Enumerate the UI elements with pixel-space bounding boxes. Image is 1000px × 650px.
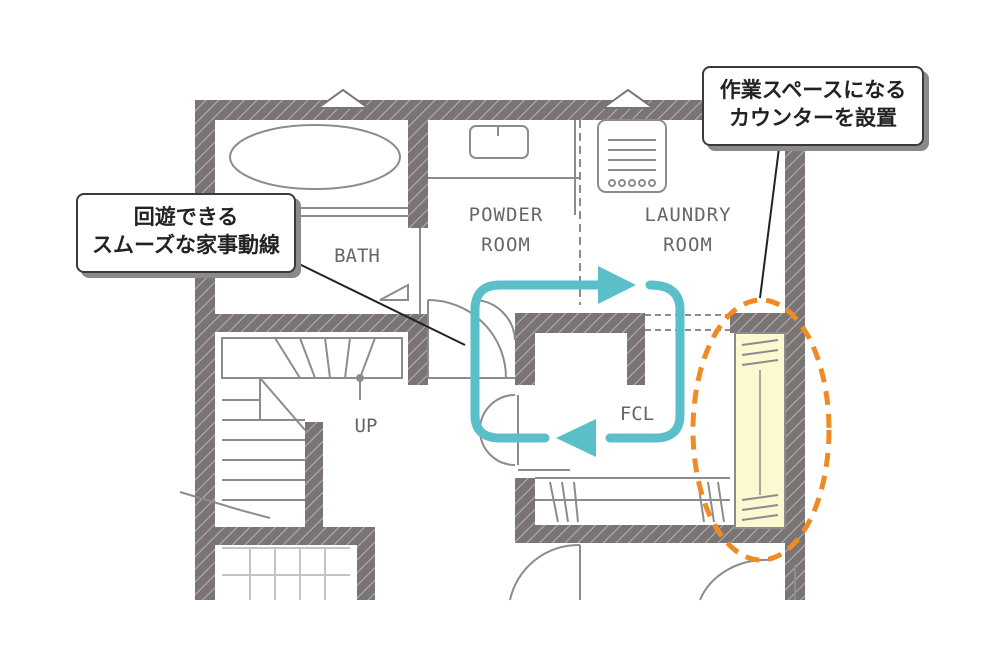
room-label-laundry-room: LAUNDRY ROOM [640, 200, 736, 260]
callout-counter: 作業スペースになる カウンターを設置 [702, 66, 924, 146]
arrow-right-icon [598, 266, 636, 304]
arrow-left-icon [556, 419, 596, 457]
callout-circulation-line2: スムーズな家事動線 [92, 233, 280, 257]
bathtub [229, 124, 401, 190]
room-label-powder-line2: ROOM [481, 234, 531, 256]
staircase [179, 337, 403, 519]
callout-leader-circulation [294, 261, 466, 346]
room-label-laundry-line2: ROOM [663, 234, 713, 256]
room-label-powder-room: POWDER ROOM [460, 200, 552, 260]
room-label-bath: BATH [334, 245, 380, 267]
room-label-laundry-line1: LAUNDRY [644, 204, 732, 226]
walls [195, 100, 805, 600]
callout-circulation-line1: 回遊できる [133, 205, 239, 229]
callout-circulation: 回遊できる スムーズな家事動線 [76, 193, 296, 273]
circulation-loop [470, 280, 685, 443]
counter [734, 332, 786, 529]
room-label-fcl: FCL [620, 403, 654, 425]
room-label-powder-line1: POWDER [468, 204, 544, 226]
room-label-up: UP [355, 415, 378, 437]
callout-counter-line1: 作業スペースになる [719, 78, 907, 102]
floor-tiles [222, 547, 350, 600]
callout-leader-counter [759, 139, 781, 299]
callout-counter-line2: カウンターを設置 [729, 106, 897, 130]
washing-machine [597, 119, 667, 193]
counter-highlight-ellipse [690, 297, 832, 563]
windows [314, 88, 657, 109]
